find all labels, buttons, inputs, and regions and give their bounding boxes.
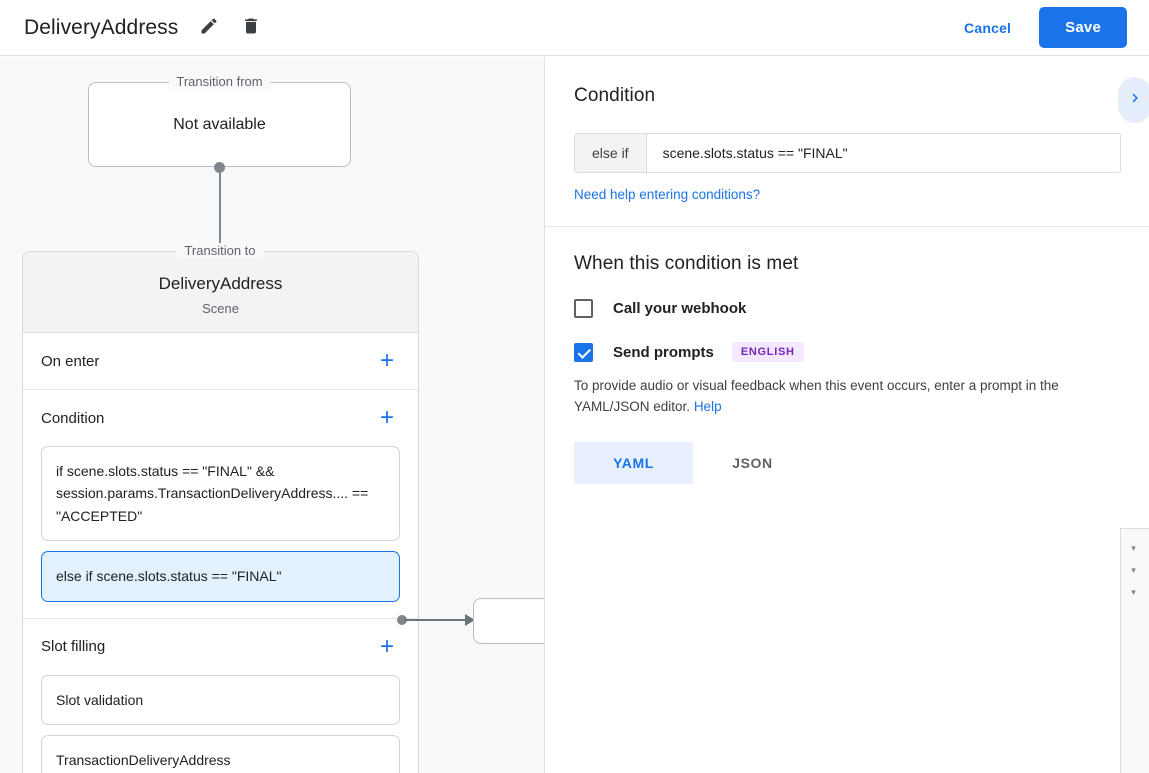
collapse-panel-button[interactable] <box>1118 77 1149 123</box>
cancel-button[interactable]: Cancel <box>950 11 1025 45</box>
transition-from-box[interactable]: Transition from Not available <box>88 74 351 167</box>
yaml-code-editor[interactable]: ▾ ▾ ▾ 1 2 3 4 5 candidates: - first_simp… <box>1120 528 1149 773</box>
section-condition: Condition + if scene.slots.status == "FI… <box>23 390 418 619</box>
section-on-enter: On enter + <box>23 333 418 390</box>
when-met-heading: When this condition is met <box>574 253 799 274</box>
section-on-enter-title: On enter <box>41 352 100 370</box>
editor-fold-gutter: ▾ ▾ ▾ <box>1121 529 1146 773</box>
transition-to-card: DeliveryAddress Scene On enter + Conditi… <box>22 251 419 773</box>
language-badge: ENGLISH <box>731 342 804 362</box>
section-slot-filling-title: Slot filling <box>41 638 106 656</box>
add-on-enter-icon[interactable]: + <box>379 347 394 374</box>
fold-toggle-5 <box>1121 625 1146 647</box>
prompts-help-link[interactable]: Help <box>693 398 722 414</box>
section-slot-filling: Slot filling + Slot validation Transacti… <box>23 619 418 773</box>
condition-chip-else-if[interactable]: else if scene.slots.status == "FINAL" <box>41 551 400 602</box>
connector-line-vertical <box>219 167 221 263</box>
page-title: DeliveryAddress <box>24 15 179 39</box>
pencil-icon <box>199 16 219 39</box>
send-prompts-checkbox[interactable] <box>574 342 593 362</box>
call-webhook-checkbox[interactable] <box>574 299 593 318</box>
slot-chip-slot-validation[interactable]: Slot validation <box>41 674 400 725</box>
condition-prefix-label: else if <box>575 134 647 172</box>
scene-type: Scene <box>202 301 239 316</box>
details-when-met-section: When this condition is met Call your web… <box>546 227 1149 484</box>
fold-toggle-2[interactable]: ▾ <box>1131 564 1136 575</box>
editor-format-tabs: YAML JSON <box>574 441 1121 484</box>
add-condition-icon[interactable]: + <box>379 404 394 431</box>
fold-toggle-1[interactable]: ▾ <box>1131 542 1136 553</box>
scene-name: DeliveryAddress <box>158 274 283 293</box>
top-app-bar: DeliveryAddress Cancel Save <box>0 0 1149 56</box>
add-slot-filling-icon[interactable]: + <box>379 632 394 660</box>
send-prompts-label: Send prompts <box>613 343 714 361</box>
next-node-box[interactable] <box>473 598 544 644</box>
transition-from-legend: Transition from <box>168 74 271 89</box>
condition-expression-input[interactable] <box>646 134 1120 172</box>
tab-json[interactable]: JSON <box>732 454 773 471</box>
call-webhook-label: Call your webhook <box>613 300 747 317</box>
prompts-description: To provide audio or visual feedback when… <box>574 376 1121 418</box>
prompts-description-text: To provide audio or visual feedback when… <box>574 378 1059 414</box>
section-condition-header: Condition + <box>41 390 400 446</box>
condition-input-row: else if <box>574 133 1121 173</box>
delete-button[interactable] <box>234 11 268 45</box>
connector-line-horizontal <box>404 619 468 621</box>
condition-details-panel: Condition else if Need help entering con… <box>546 57 1149 773</box>
fold-toggle-3[interactable]: ▾ <box>1131 586 1136 597</box>
tab-yaml[interactable]: YAML <box>574 441 693 484</box>
transition-to-legend: Transition to <box>176 243 264 258</box>
editor-line-numbers: 1 2 3 4 5 <box>1146 529 1149 773</box>
transition-from-value: Not available <box>173 115 266 133</box>
trash-icon <box>241 16 261 39</box>
details-condition-section: Condition else if Need help entering con… <box>546 57 1149 227</box>
details-condition-heading: Condition <box>574 85 656 106</box>
call-webhook-row[interactable]: Call your webhook <box>574 299 1121 318</box>
slot-chip-transaction-delivery-address[interactable]: TransactionDeliveryAddress <box>41 734 400 773</box>
edit-name-button[interactable] <box>192 11 226 45</box>
connector-arrow-right-icon <box>465 614 475 626</box>
send-prompts-row[interactable]: Send prompts ENGLISH <box>574 342 1121 362</box>
condition-help-link[interactable]: Need help entering conditions? <box>574 187 761 202</box>
section-condition-title: Condition <box>41 409 105 427</box>
section-on-enter-header: On enter + <box>41 333 400 389</box>
chevron-right-icon <box>1126 89 1144 112</box>
scene-header: DeliveryAddress Scene <box>23 252 418 333</box>
fold-toggle-4 <box>1121 603 1146 625</box>
connector-dot-else-if <box>397 615 407 625</box>
save-button[interactable]: Save <box>1039 7 1127 48</box>
condition-chip-if[interactable]: if scene.slots.status == "FINAL" && sess… <box>41 446 400 542</box>
section-slot-filling-header: Slot filling + <box>41 619 400 675</box>
scene-graph-panel: Transition from Not available Transition… <box>0 57 545 773</box>
